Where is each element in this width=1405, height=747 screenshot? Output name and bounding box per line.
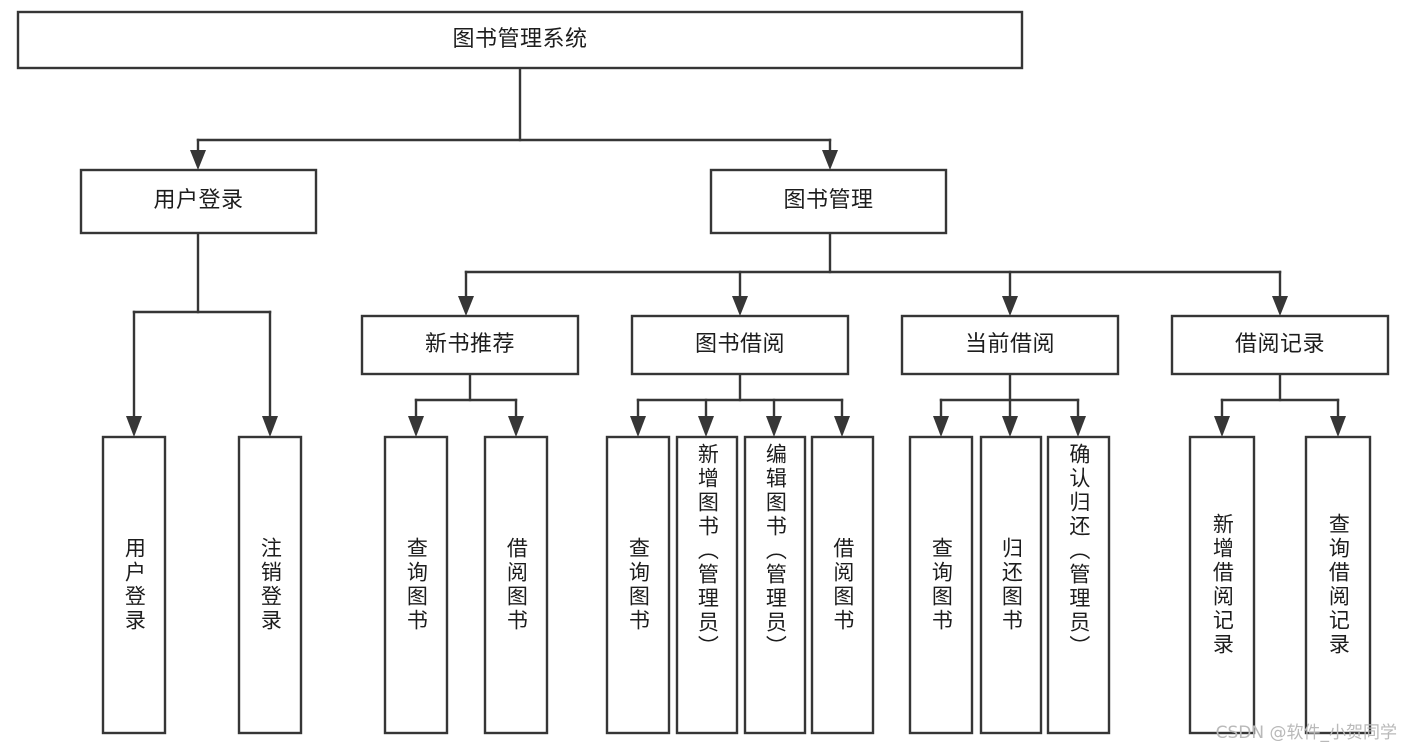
arrow-leaf-query-book-1	[408, 416, 424, 437]
arrow-borrow-record	[1272, 296, 1288, 316]
edges-new-book-rec-to-leaves	[408, 372, 524, 437]
arrow-root-to-book-mgmt	[822, 150, 838, 170]
node-box-leaf-borrow-book-1[interactable]	[483, 435, 549, 735]
node-box-leaf-query-book-2[interactable]	[605, 435, 671, 735]
node-box-book-mgmt[interactable]	[709, 168, 948, 235]
node-box-leaf-confirm-return[interactable]	[1046, 435, 1111, 735]
edges-root-to-level2	[190, 66, 838, 170]
node-box-current-borrow[interactable]	[900, 314, 1120, 376]
arrow-leaf-confirm-return	[1070, 416, 1086, 437]
arrow-leaf-user-login	[126, 416, 142, 437]
node-box-leaf-logout[interactable]	[237, 435, 303, 735]
node-box-user-login[interactable]	[79, 168, 318, 235]
node-box-root[interactable]	[16, 10, 1024, 70]
node-box-borrow-record[interactable]	[1170, 314, 1390, 376]
arrow-book-borrow	[732, 296, 748, 316]
node-box-leaf-add-record[interactable]	[1188, 435, 1256, 735]
arrow-leaf-logout	[262, 416, 278, 437]
node-box-leaf-user-login[interactable]	[101, 435, 167, 735]
arrow-leaf-edit-book	[766, 416, 782, 437]
arrow-leaf-add-record	[1214, 416, 1230, 437]
arrow-root-to-user-login	[190, 150, 206, 170]
node-box-leaf-add-book[interactable]	[675, 435, 739, 735]
arrow-leaf-return-book	[1002, 416, 1018, 437]
arrow-leaf-query-book-3	[933, 416, 949, 437]
edges-user-login-to-leaves	[126, 231, 278, 437]
arrow-leaf-borrow-book-1	[508, 416, 524, 437]
node-box-leaf-query-book-1[interactable]	[383, 435, 449, 735]
arrow-leaf-borrow-book-2	[834, 416, 850, 437]
node-box-leaf-borrow-book-2[interactable]	[810, 435, 875, 735]
csdn-watermark: CSDN @软件_小贺同学	[1215, 723, 1397, 743]
node-box-leaf-query-book-3[interactable]	[908, 435, 974, 735]
node-box-new-book-rec[interactable]	[360, 314, 580, 376]
arrow-leaf-query-book-2	[630, 416, 646, 437]
node-box-leaf-query-record[interactable]	[1304, 435, 1372, 735]
node-box-book-borrow[interactable]	[630, 314, 850, 376]
edges-book-mgmt-to-level3	[458, 231, 1288, 316]
arrow-current-borrow	[1002, 296, 1018, 316]
node-box-leaf-return-book[interactable]	[979, 435, 1043, 735]
arrow-new-book-rec	[458, 296, 474, 316]
arrow-leaf-add-book	[698, 416, 714, 437]
node-box-leaf-edit-book[interactable]	[743, 435, 807, 735]
edges-current-borrow-to-leaves	[933, 372, 1086, 437]
edges-book-borrow-to-leaves	[630, 372, 850, 437]
arrow-leaf-query-record	[1330, 416, 1346, 437]
edges-borrow-record-to-leaves	[1214, 372, 1346, 437]
